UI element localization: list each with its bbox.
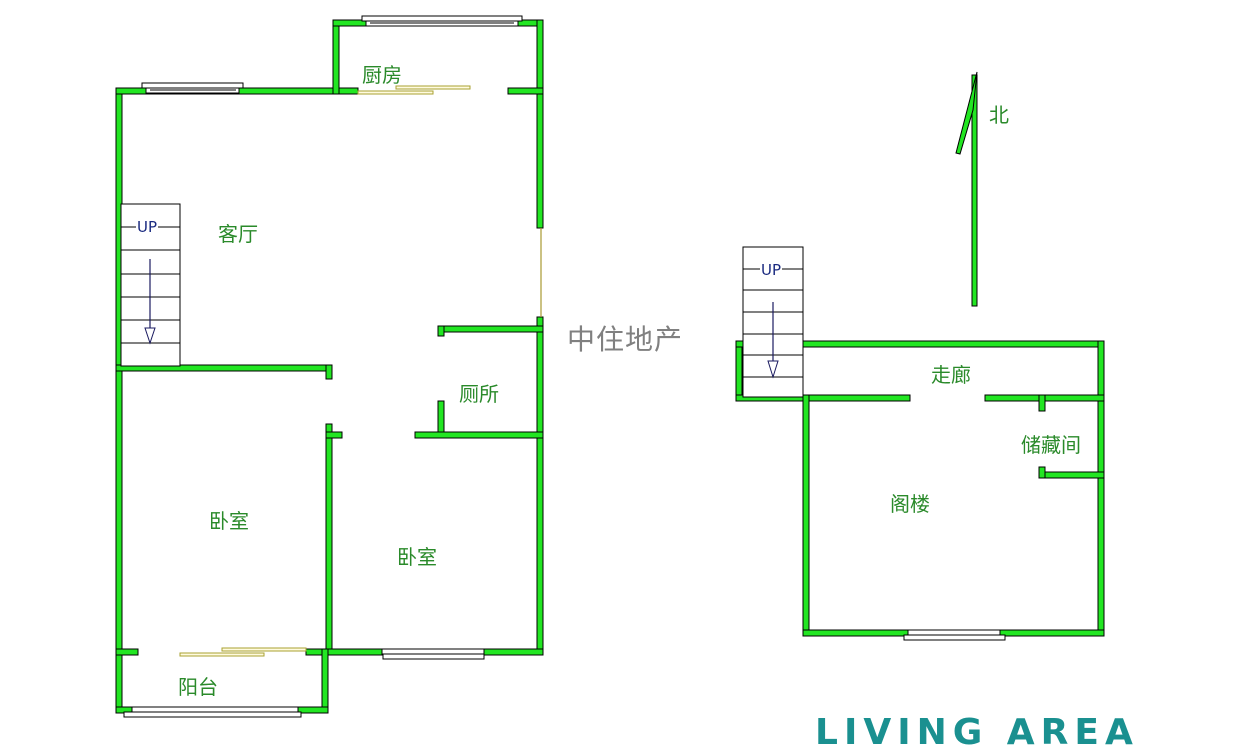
floor1-windows bbox=[123, 15, 542, 718]
room-label-toilet: 厕所 bbox=[459, 382, 499, 406]
stair-up-label-floor1: UP bbox=[136, 218, 159, 236]
floor2-windows bbox=[903, 629, 1006, 641]
room-label-attic: 阁楼 bbox=[890, 492, 930, 516]
room-label-bedroom-left: 卧室 bbox=[209, 509, 249, 533]
room-label-balcony: 阳台 bbox=[178, 675, 218, 699]
floor-plan-drawing bbox=[115, 15, 1105, 718]
watermark-text: 中住地产 bbox=[567, 323, 684, 356]
room-label-kitchen: 厨房 bbox=[362, 63, 402, 87]
room-label-storage: 储藏间 bbox=[1021, 433, 1081, 457]
compass-north-arrow bbox=[955, 71, 978, 307]
bottom-caption-text: LIVING AREA bbox=[815, 712, 1139, 753]
room-label-corridor: 走廊 bbox=[931, 363, 971, 387]
room-label-bedroom-right: 卧室 bbox=[397, 545, 437, 569]
compass-north-label: 北 bbox=[989, 103, 1009, 127]
floor1-sliding-doors bbox=[179, 85, 471, 657]
room-label-living-room: 客厅 bbox=[218, 222, 258, 246]
stair-up-label-floor2: UP bbox=[760, 261, 783, 279]
